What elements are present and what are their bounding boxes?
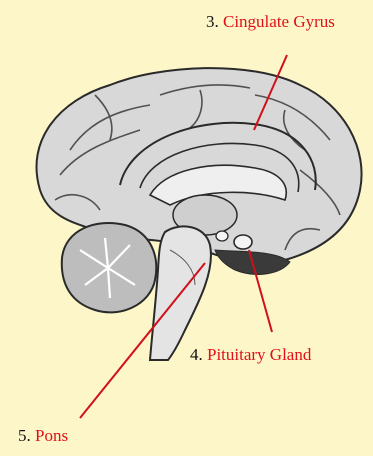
label-pituitary-gland: 4. Pituitary Gland bbox=[190, 345, 311, 365]
label-text: Cingulate Gyrus bbox=[223, 12, 335, 31]
label-cingulate-gyrus: 3. Cingulate Gyrus bbox=[206, 12, 335, 32]
label-text: Pituitary Gland bbox=[207, 345, 311, 364]
label-number: 3. bbox=[206, 12, 219, 31]
label-pons: 5. Pons bbox=[18, 426, 68, 446]
label-text: Pons bbox=[35, 426, 68, 445]
label-number: 4. bbox=[190, 345, 203, 364]
pituitary-gland bbox=[234, 235, 252, 249]
label-number: 5. bbox=[18, 426, 31, 445]
brain-illustration bbox=[36, 68, 361, 360]
